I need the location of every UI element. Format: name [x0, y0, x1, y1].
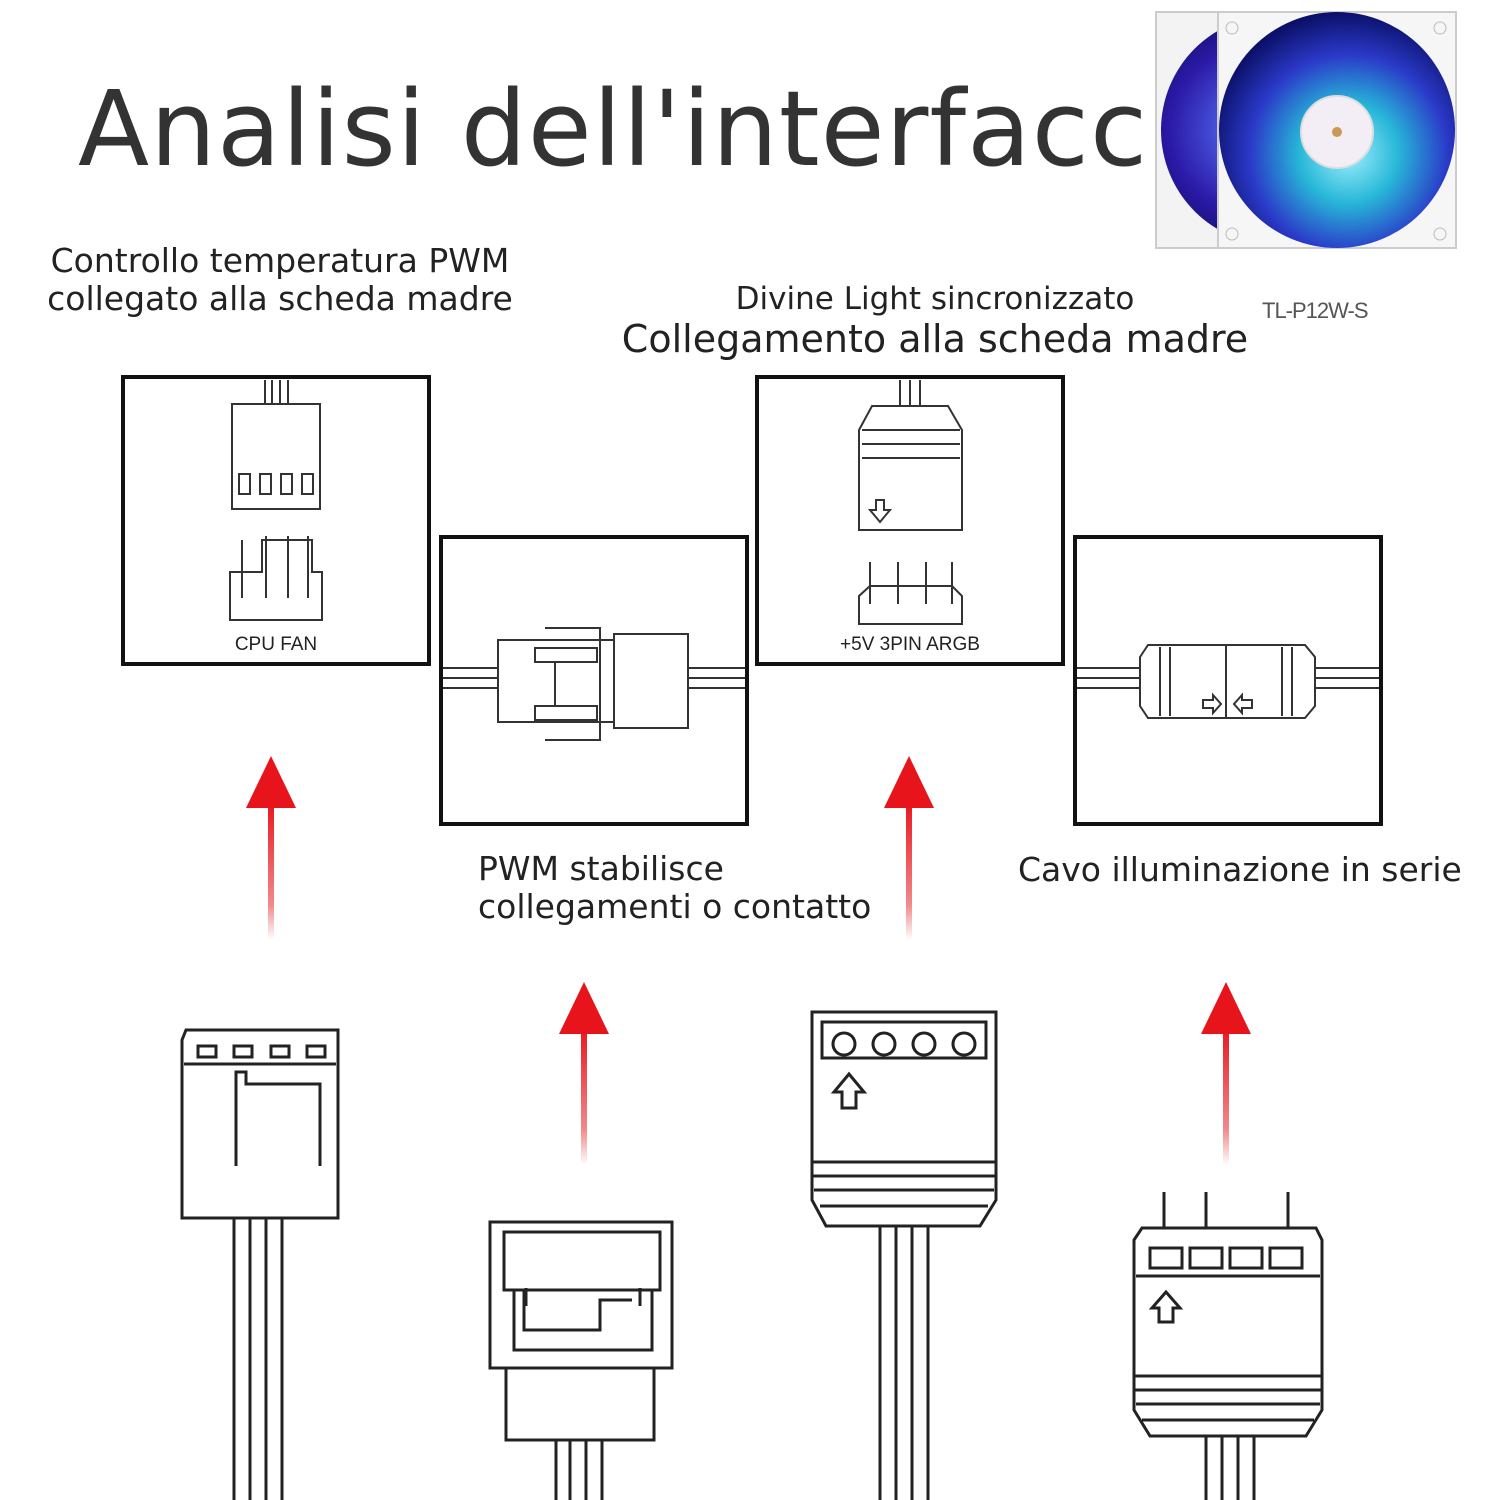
label-divine-light-line2: Collegamento alla scheda madre [621, 317, 1249, 361]
connector-4pin-fan [180, 1028, 340, 1500]
label-pwm-contact: PWM stabilisce collegamenti o contatto [478, 849, 872, 926]
arrow-up-2 [559, 982, 609, 1165]
arrow-up-1 [246, 756, 296, 940]
model-code: TL-P12W-S [1262, 298, 1369, 323]
fan-image [1155, 11, 1457, 249]
page-title: Analisi dell'interfaccia [78, 68, 1243, 190]
box-cpu-fan: CPU FAN [121, 375, 431, 666]
connector-argb-male [1132, 1192, 1324, 1500]
connector-argb-female [810, 1010, 998, 1500]
caption-cpu-fan: CPU FAN [235, 634, 317, 655]
connector-4pin-header [488, 1220, 674, 1500]
arrow-up-3 [884, 756, 934, 940]
label-pwm-temperature-control: Controllo temperatura PWM collegato alla… [47, 241, 513, 318]
arrow-up-4 [1201, 982, 1251, 1165]
caption-argb: +5V 3PIN ARGB [840, 634, 980, 655]
label-series-cable: Cavo illuminazione in serie [1018, 850, 1462, 889]
box-series-connector [1073, 535, 1383, 826]
box-pwm-coupling [439, 535, 749, 826]
box-argb: +5V 3PIN ARGB [755, 375, 1065, 666]
label-divine-light: Divine Light sincronizzato Collegamento … [610, 280, 1260, 358]
label-divine-light-line1: Divine Light sincronizzato [735, 281, 1135, 317]
